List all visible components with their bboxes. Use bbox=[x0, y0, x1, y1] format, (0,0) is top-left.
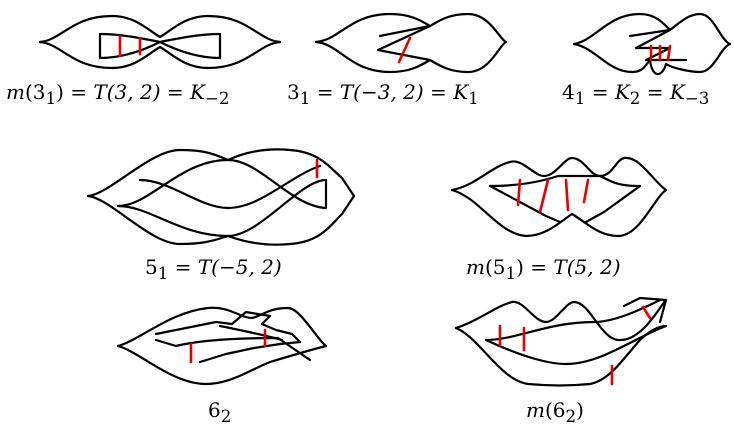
subscript: 2 bbox=[629, 89, 641, 108]
front-diagram-41 bbox=[572, 12, 732, 76]
front-diagram-m62 bbox=[454, 296, 668, 387]
caption-31: 31 = T(−3, 2) = K1 bbox=[287, 80, 479, 108]
chord bbox=[397, 36, 412, 64]
subscript: 2 bbox=[220, 407, 232, 426]
equality: T(−5, 2) bbox=[197, 255, 282, 279]
equality: K bbox=[453, 80, 469, 104]
caption-41: 41 = K2 = K−3 bbox=[562, 80, 710, 108]
caption-m62: m(62) bbox=[526, 398, 584, 426]
subscript: 1 bbox=[45, 89, 57, 108]
chord bbox=[641, 305, 652, 320]
front-diagram-51 bbox=[86, 148, 356, 246]
knot-name: 6 bbox=[208, 398, 221, 422]
chord bbox=[582, 178, 590, 204]
chord bbox=[666, 44, 672, 62]
knot-name: 5 bbox=[145, 255, 158, 279]
front-diagram-m31 bbox=[38, 14, 282, 70]
chord bbox=[564, 178, 570, 212]
subscript: 1 bbox=[505, 264, 517, 283]
knot-name: 3 bbox=[287, 80, 300, 104]
knot-name: 3 bbox=[32, 80, 46, 104]
front-diagram-62 bbox=[116, 306, 328, 386]
subscript: −2 bbox=[204, 89, 230, 108]
equality: T(3, 2) bbox=[93, 80, 161, 104]
subscript: 1 bbox=[468, 89, 479, 108]
knot-name: 4 bbox=[562, 80, 575, 104]
caption-m51: m(51) = T(5, 2) bbox=[466, 255, 621, 283]
caption-62: 62 bbox=[208, 398, 231, 426]
caption-51: 51 = T(−5, 2) bbox=[145, 255, 282, 283]
equality: K bbox=[190, 80, 205, 104]
knot-name: m bbox=[466, 255, 485, 279]
knot-name: 5 bbox=[492, 255, 506, 279]
knot-name: m bbox=[6, 80, 25, 104]
knot-name: 6 bbox=[552, 398, 566, 422]
caption-m31: m(31) = T(3, 2) = K−2 bbox=[6, 80, 230, 108]
knot-name: m bbox=[526, 398, 545, 422]
subscript: 2 bbox=[565, 407, 577, 426]
equality: T(−3, 2) bbox=[339, 80, 424, 104]
subscript: 1 bbox=[157, 264, 169, 283]
subscript: 1 bbox=[574, 89, 586, 108]
equality: T(5, 2) bbox=[553, 255, 621, 279]
subscript: −3 bbox=[684, 89, 710, 108]
chord bbox=[516, 178, 522, 207]
chord bbox=[538, 178, 550, 214]
equality: K bbox=[669, 80, 685, 104]
front-diagram-m51 bbox=[450, 156, 668, 238]
subscript: 1 bbox=[299, 89, 311, 108]
equality: K bbox=[614, 80, 630, 104]
front-diagram-31 bbox=[314, 12, 508, 74]
